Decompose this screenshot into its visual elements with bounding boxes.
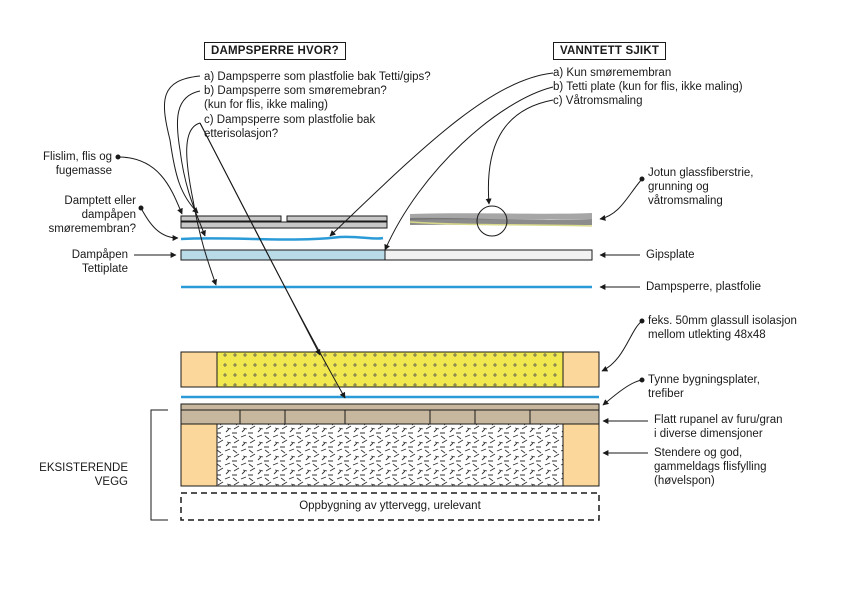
label-gipsplate: Gipsplate: [646, 249, 695, 261]
vanntett-option-c: c) Våtromsmaling: [553, 95, 643, 107]
label-damptett: Damptett eller dampåpen smøremembran?: [48, 195, 136, 235]
label-flislim: Flislim, flis og fugemasse: [42, 151, 112, 177]
label-eksisterende-vegg: EKSISTERENDE VEGG: [39, 462, 128, 488]
label-glassull: feks. 50mm glassull isolasjon mellom utl…: [648, 315, 797, 341]
gips-plate: [384, 249, 593, 261]
label-dampsperre: Dampsperre, plastfolie: [646, 281, 762, 293]
vanntett-option-a: a) Kun smøremembran: [553, 67, 672, 79]
label-jotun: Jotun glassfiberstrie, grunning og våtro…: [648, 167, 754, 207]
label-rupanel: Flatt rupanel av furu/gran i diverse dim…: [654, 414, 783, 440]
insulation-layer: [180, 351, 600, 388]
dampsperre-option-b: b) Dampsperre som smøremebran? (kun for …: [204, 85, 387, 111]
outer-wall-label: Oppbygning av yttervegg, urelevant: [299, 500, 481, 512]
membrane-line: [180, 235, 384, 241]
left-arrows: [115, 154, 183, 258]
label-stendere: Stendere og god, gammeldags flisfylling …: [654, 447, 767, 487]
dampsperre-heading: DAMPSPERRE HVOR?: [204, 42, 346, 60]
tetti-plate: [180, 249, 386, 261]
rupanel-layer: [180, 403, 600, 425]
paint-layer: [409, 213, 593, 227]
highlight-circle: [476, 205, 508, 237]
question-arrows: [164, 72, 554, 399]
outer-wall-box: [180, 492, 600, 521]
stud-layer: [180, 423, 600, 487]
dampsperre-option-a: a) Dampsperre som plastfolie bak Tetti/g…: [204, 71, 431, 83]
label-dampapen: Dampåpen Tettiplate: [71, 249, 128, 275]
tile-layer: [180, 215, 388, 229]
dampsperre-option-c: c) Dampsperre som plastfolie bak etteris…: [204, 114, 376, 140]
existing-wall-bracket: [150, 409, 168, 521]
label-bygningsplater: Tynne bygningsplater, trefiber: [648, 374, 760, 400]
right-arrows: [599, 176, 648, 456]
vanntett-heading: VANNTETT SJIKT: [553, 42, 667, 60]
vanntett-option-b: b) Tetti plate (kun for flis, ikke malin…: [553, 81, 743, 93]
